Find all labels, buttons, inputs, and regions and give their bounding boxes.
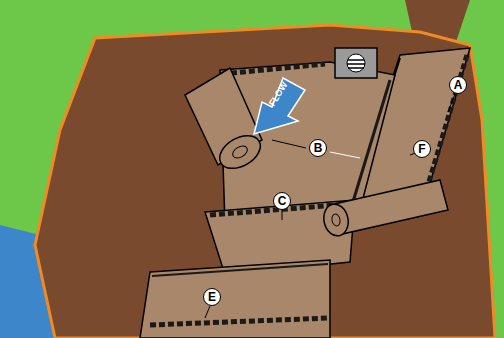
- callout-letter: B: [309, 139, 327, 157]
- callout-letter: F: [413, 140, 431, 158]
- callout-letter: C: [273, 192, 291, 210]
- callout-letter: A: [449, 76, 467, 94]
- callout-letter: E: [203, 288, 221, 306]
